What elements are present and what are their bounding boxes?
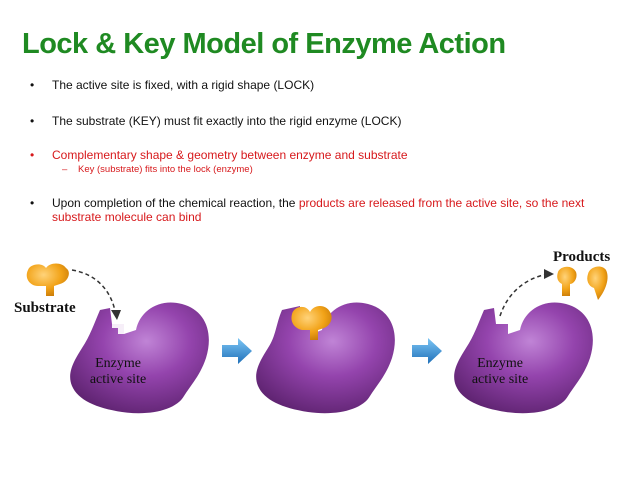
step-arrow-1	[222, 338, 252, 364]
step-arrow-2	[412, 338, 442, 364]
sub-bullet-text: Key (substrate) fits into the lock (enzy…	[78, 164, 253, 175]
substrate-molecule	[26, 263, 69, 296]
page-title: Lock & Key Model of Enzyme Action	[22, 28, 506, 60]
lock-key-diagram	[26, 263, 608, 414]
bullet-2-text: The substrate (KEY) must fit exactly int…	[52, 114, 402, 128]
bullet-4-text-red: products are released from the active si…	[298, 196, 585, 210]
enzyme-3	[454, 302, 593, 414]
enzyme-1	[70, 302, 209, 414]
products-label: Products	[553, 249, 611, 265]
bullet-1-text: The active site is fixed, with a rigid s…	[52, 78, 315, 92]
bullet-4-text-black: Upon completion of the chemical reaction…	[52, 196, 299, 210]
product-molecules	[557, 266, 608, 300]
bullet-3-text: Complementary shape & geometry between e…	[52, 148, 408, 162]
substrate-label: Substrate	[14, 300, 76, 316]
bullet-4-text-red-2: substrate molecule can bind	[52, 210, 202, 224]
enzyme-label-1: Enzyme active site	[89, 356, 147, 387]
enzyme-label-3: Enzyme active site	[471, 356, 529, 387]
enzyme-2-complex	[256, 302, 395, 414]
